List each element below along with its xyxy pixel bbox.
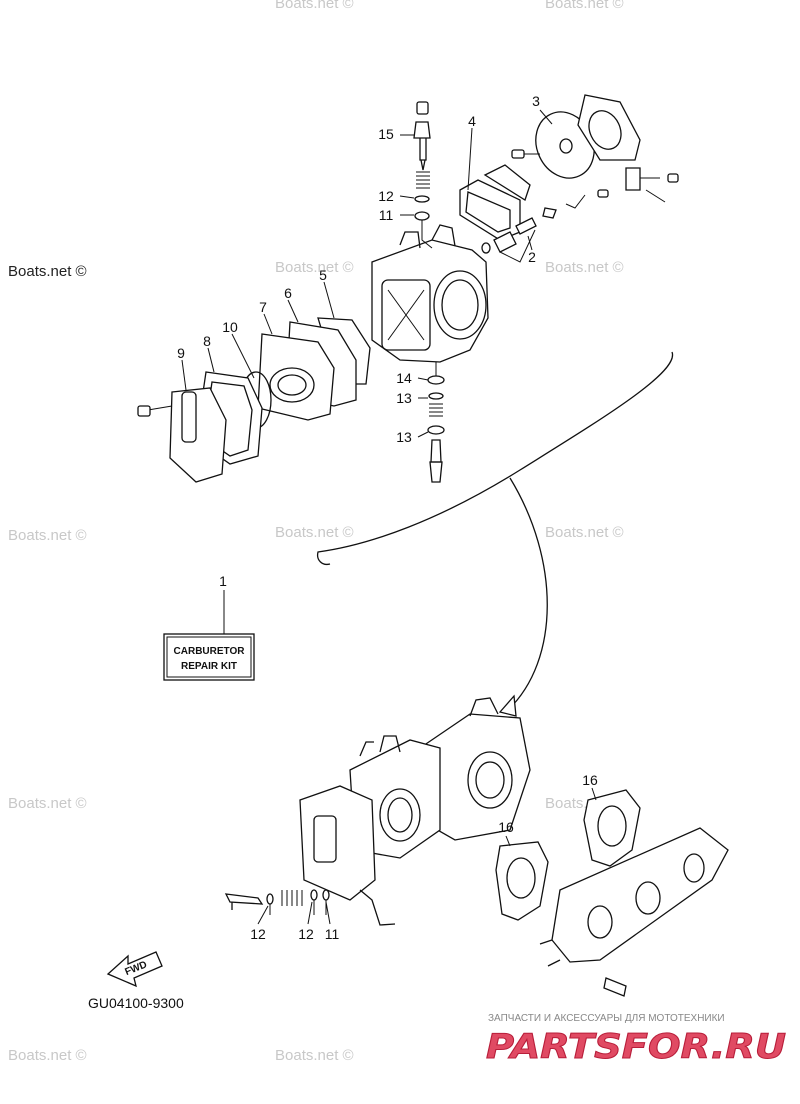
watermark: Boats.net © [275,259,354,276]
callout-labels: 1 2 3 4 5 6 7 8 9 10 11 12 15 14 13 13 1… [177,93,598,942]
callout-11: 11 [379,207,394,223]
assembly-bracket-line [316,351,674,566]
callout-7: 7 [259,299,267,315]
callout-2: 2 [528,249,536,265]
callout-16: 16 [582,772,598,788]
watermark: Boats.net © [545,524,624,541]
assembly-arrow [507,477,548,711]
partsfor-logo: ЗАПЧАСТИ И АКСЕССУАРЫ ДЛЯ МОТОТЕХНИКИ PA… [486,1013,787,1068]
callout-12: 12 [378,188,394,204]
gasket-part-4 [459,164,531,241]
callout-1: 1 [219,573,227,589]
callout-13: 13 [396,429,412,445]
needle-valve-bottom [427,362,445,483]
gasket-part-16-b [583,789,641,867]
diagram-code: GU04100-9300 [88,995,184,1011]
forward-arrow-icon: FWD [106,951,163,988]
callout-13: 13 [396,390,412,406]
spring-and-oring-top [414,171,433,249]
diaphragm-part-3 [535,94,641,179]
brand-subtitle: ЗАПЧАСТИ И АКСЕССУАРЫ ДЛЯ МОТОТЕХНИКИ [488,1013,725,1024]
watermark: Boats.net © [545,0,624,12]
kit-line-1: CARBURETOR [174,646,246,657]
callout-6: 6 [284,285,292,301]
watermark: Boats.net © [8,527,87,544]
watermark: Boats.net © [545,259,624,276]
brand-logo-text: PARTSFOR.RU [486,1027,786,1067]
callout-14: 14 [396,370,412,386]
callout-9: 9 [177,345,185,361]
pilot-screw-part-2 [481,217,537,263]
kit-line-2: REPAIR KIT [181,661,237,672]
callout-15: 15 [378,126,394,142]
watermark: Boats.net © [275,0,354,12]
pump-cover-part-9 [137,387,227,483]
watermark: Boats.net © [8,795,87,812]
watermark: Boats.net © [8,263,87,280]
callout-3: 3 [532,93,540,109]
intake-manifold [539,827,729,997]
carburetor-body-top [371,224,489,363]
small-hardware-top [511,149,679,219]
callout-4: 4 [468,113,476,129]
fuel-pump-layers [257,317,371,421]
watermark: Boats.net © [275,1047,354,1064]
callout-5: 5 [319,267,327,283]
assembly-arrowhead [498,694,517,717]
lower-needle-set [224,889,330,915]
callout-8: 8 [203,333,211,349]
needle-valve-top [413,101,431,171]
callout-16: 16 [498,819,514,835]
watermark: Boats.net © [275,524,354,541]
gasket-part-16-a [495,841,549,921]
callout-12: 12 [298,926,314,942]
callout-10: 10 [222,319,238,335]
repair-kit-box: CARBURETOR REPAIR KIT [163,633,255,681]
callout-11: 11 [325,926,340,942]
callout-12: 12 [250,926,266,942]
watermark: Boats.net © [8,1047,87,1064]
leader-lines [181,109,597,925]
carburetor-assembly-lower [299,697,531,926]
